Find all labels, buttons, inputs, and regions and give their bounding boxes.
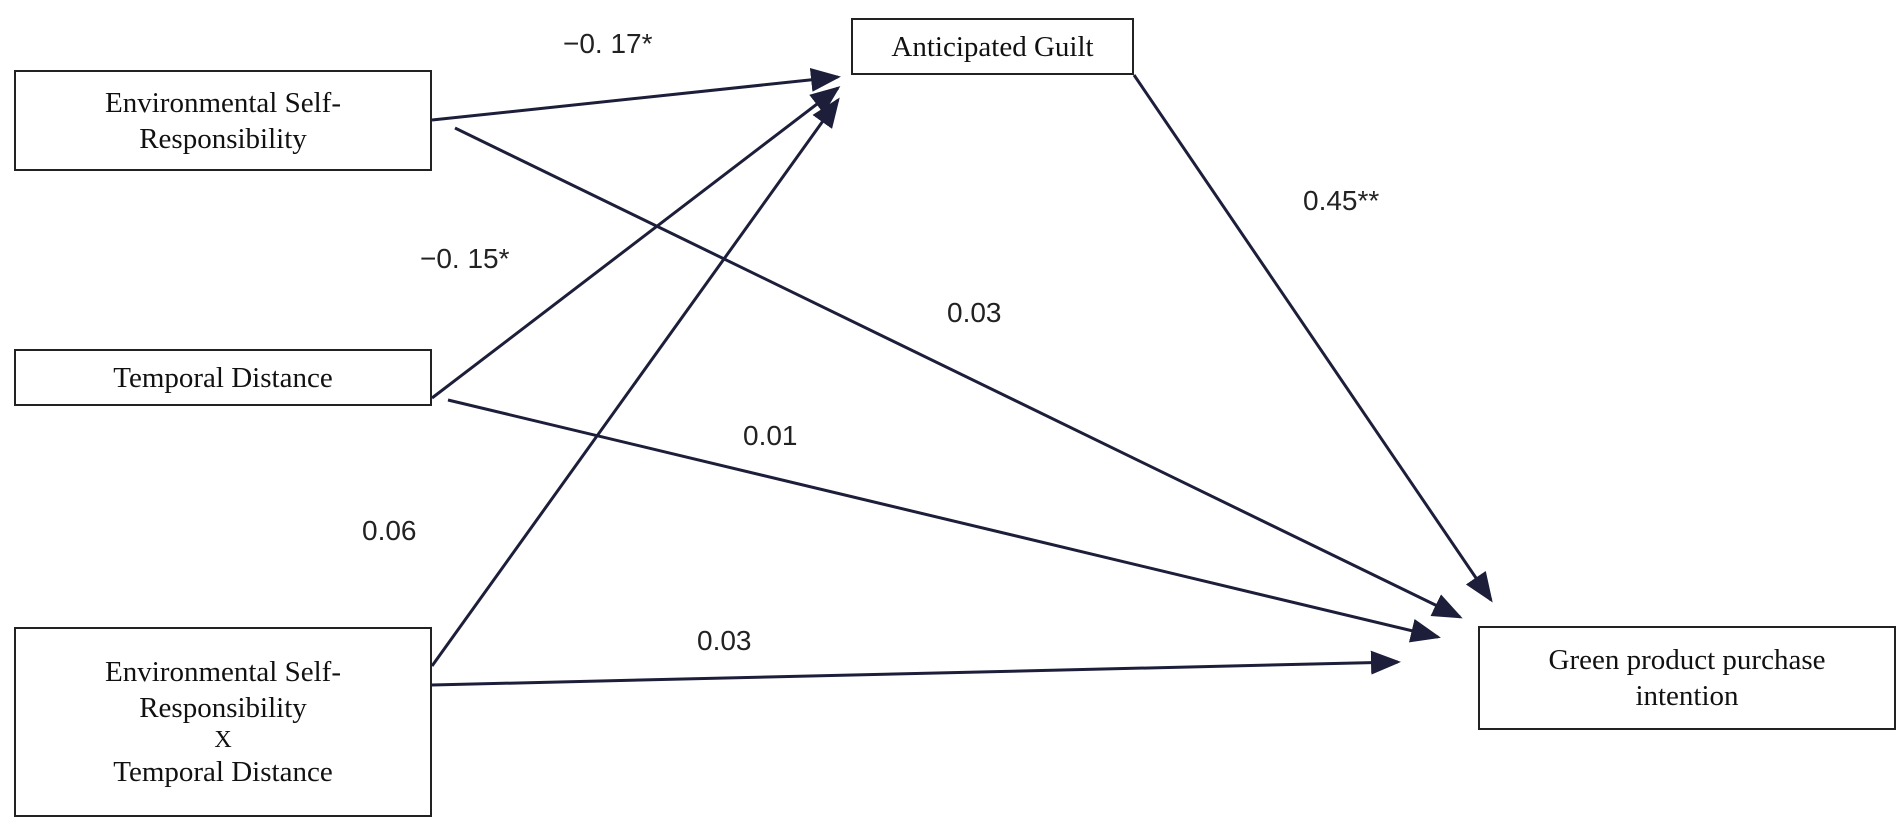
node-anticipated-guilt: Anticipated Guilt	[851, 18, 1134, 75]
coef-guilt-to-outcome: 0.45**	[1303, 185, 1380, 216]
coef-interaction-to-outcome: 0.03	[697, 625, 752, 656]
arrow-td-to-outcome	[447, 398, 1441, 643]
node-environmental-self-responsibility: Environmental Self- Responsibility	[14, 70, 432, 171]
node-green-purchase-intention: Green product purchase intention	[1478, 626, 1896, 730]
arrow-guilt-to-outcome	[1132, 74, 1493, 603]
interaction-cross-symbol: X	[214, 727, 232, 753]
coef-td-to-guilt: −0. 15*	[420, 243, 510, 274]
node-label: Temporal Distance	[113, 361, 333, 394]
node-label-line: Environmental Self-	[105, 656, 341, 688]
node-temporal-distance: Temporal Distance	[14, 349, 432, 406]
node-interaction-term: Environmental Self- Responsibility X Tem…	[14, 627, 432, 817]
coef-td-to-outcome: 0.01	[743, 420, 798, 451]
coef-esr-to-outcome: 0.03	[947, 297, 1002, 328]
node-label-line: Environmental Self-	[105, 86, 341, 119]
node-label-line: intention	[1635, 680, 1739, 712]
node-label-line: Temporal Distance	[113, 756, 333, 788]
arrow-interaction-to-guilt	[430, 97, 840, 667]
arrow-esr-to-guilt	[431, 67, 841, 122]
arrow-esr-to-outcome	[454, 126, 1463, 619]
node-label-line: Responsibility	[139, 692, 307, 724]
node-label-line: Responsibility	[139, 122, 307, 155]
arrow-td-to-guilt	[431, 86, 841, 400]
coef-esr-to-guilt: −0. 17*	[563, 28, 653, 59]
coef-interaction-to-guilt: 0.06	[362, 515, 417, 546]
node-label-line: Green product purchase	[1548, 644, 1826, 676]
arrow-interaction-to-outcome	[431, 650, 1401, 687]
node-label: Anticipated Guilt	[891, 30, 1094, 63]
